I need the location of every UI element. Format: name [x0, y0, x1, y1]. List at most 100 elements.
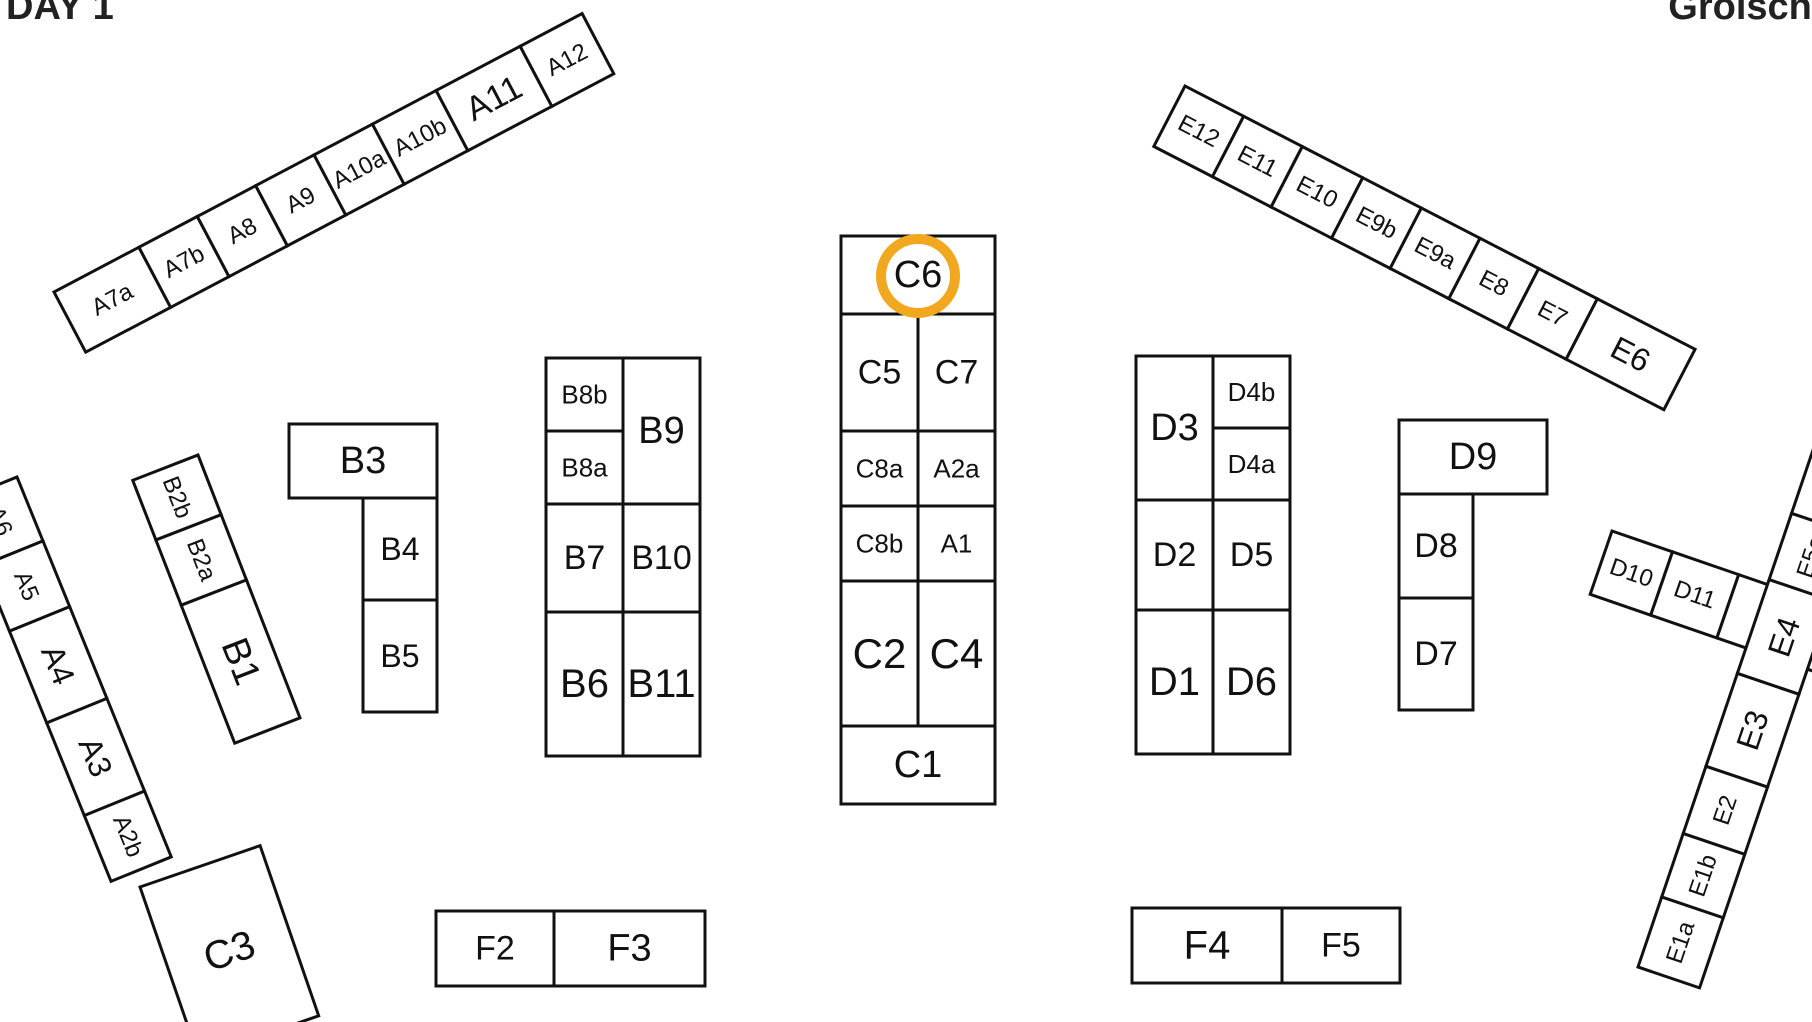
booth-b5[interactable]: B5 [361, 598, 439, 714]
booth-b6[interactable]: B6 [544, 610, 625, 758]
booth-outline [434, 909, 556, 988]
booth-b8b[interactable]: B8b [544, 356, 625, 433]
booth-outline [1211, 426, 1292, 502]
booth-a12[interactable]: A12 [518, 11, 616, 109]
booth-outline [361, 598, 439, 714]
booth-a2a[interactable]: A2a [916, 429, 997, 508]
booth-outline [916, 504, 997, 583]
booth-label: F5 [1321, 927, 1361, 965]
booth-outline [1134, 608, 1215, 756]
selected-booth-marker-icon [876, 234, 960, 318]
booth-c1[interactable]: C1 [839, 724, 997, 806]
booth-label: D4a [1228, 449, 1276, 479]
booth-f4[interactable]: F4 [1130, 906, 1284, 985]
booth-b8a[interactable]: B8a [544, 429, 625, 506]
booth-b10[interactable]: B10 [621, 502, 702, 614]
booth-e8[interactable]: E8 [1446, 236, 1541, 331]
booth-label: B8a [561, 453, 608, 483]
booth-outline [621, 610, 702, 758]
booth-d7[interactable]: D7 [1397, 596, 1475, 712]
booth-label: F2 [475, 930, 515, 968]
booth-b11[interactable]: B11 [621, 610, 702, 758]
booth-e6[interactable]: E6 [1564, 296, 1698, 412]
booth-f3[interactable]: F3 [552, 909, 707, 988]
booth-label: B10 [631, 539, 692, 577]
booth-c4[interactable]: C4 [916, 579, 997, 728]
booth-c2[interactable]: C2 [839, 579, 920, 728]
booth-a3[interactable]: A3 [44, 696, 147, 818]
booth-d2[interactable]: D2 [1134, 498, 1215, 612]
booth-d5[interactable]: D5 [1211, 498, 1292, 612]
booth-label: B11 [627, 662, 695, 706]
booth-c5[interactable]: C5 [839, 312, 920, 433]
booth-a5[interactable]: A5 [0, 538, 72, 634]
booth-label: D5 [1230, 536, 1273, 574]
booth-outline [1767, 511, 1812, 603]
booth-a4[interactable]: A4 [7, 604, 109, 725]
booth-c7[interactable]: C7 [916, 312, 997, 433]
booth-e5b[interactable]: E5b [1789, 447, 1812, 537]
booth-e1b[interactable]: E1b [1659, 831, 1747, 920]
booth-a7b[interactable]: A7b [136, 214, 232, 310]
booth-b9[interactable]: B9 [621, 356, 702, 506]
booth-outline [1211, 608, 1292, 756]
booth-d1[interactable]: D1 [1134, 608, 1215, 756]
day-label: DAY 1 [6, 0, 114, 28]
booth-b2a[interactable]: B2a [153, 512, 249, 608]
booth-e9a[interactable]: E9a [1388, 205, 1483, 301]
booth-outline [552, 909, 707, 988]
booth-b7[interactable]: B7 [544, 502, 625, 614]
booth-label: B8b [561, 380, 607, 410]
booth-b4[interactable]: B4 [361, 496, 439, 602]
booth-outline [1130, 906, 1284, 985]
booth-label: B4 [380, 531, 419, 567]
booth-a2b[interactable]: A2b [82, 789, 174, 884]
booth-label: D6 [1226, 660, 1277, 704]
booth-outline [138, 843, 321, 1022]
booth-label: D9 [1449, 436, 1498, 478]
booth-a10b[interactable]: A10b [370, 88, 470, 187]
booth-b3[interactable]: B3 [287, 422, 439, 500]
booth-outline [916, 312, 997, 433]
booth-outline [839, 504, 920, 583]
booth-outline [544, 429, 625, 506]
booth-a7a[interactable]: A7a [51, 245, 173, 355]
booth-d11[interactable]: D11 [1648, 549, 1741, 640]
booth-label: A1 [941, 529, 973, 559]
booth-label: C4 [930, 630, 984, 677]
booth-outline [839, 579, 920, 728]
booth-outline [518, 11, 616, 109]
booth-outline [621, 502, 702, 614]
booth-e5a[interactable]: E5a [1767, 511, 1812, 603]
booth-d8[interactable]: D8 [1397, 492, 1475, 600]
booth-outline [916, 429, 997, 508]
booth-e1a[interactable]: E1a [1636, 895, 1726, 990]
booth-e12[interactable]: E12 [1151, 83, 1246, 179]
booth-c8b[interactable]: C8b [839, 504, 920, 583]
booth-label: D8 [1414, 527, 1457, 565]
booth-f2[interactable]: F2 [434, 909, 556, 988]
booth-d9[interactable]: D9 [1397, 418, 1549, 496]
booth-d3[interactable]: D3 [1134, 354, 1215, 502]
booth-f5[interactable]: F5 [1280, 906, 1402, 985]
booth-d4b[interactable]: D4b [1211, 354, 1292, 430]
booth-c6[interactable]: C6 [839, 234, 997, 316]
booth-label: C1 [894, 744, 943, 786]
booth-outline [544, 502, 625, 614]
booth-label: D4b [1228, 377, 1276, 407]
booth-label: B3 [340, 440, 386, 482]
booth-e11[interactable]: E11 [1210, 114, 1305, 209]
booth-c3[interactable]: C3 [138, 843, 321, 1022]
booth-e7[interactable]: E7 [1505, 266, 1600, 362]
booth-a8[interactable]: A8 [195, 183, 290, 279]
booth-a1[interactable]: A1 [916, 504, 997, 583]
booth-d4a[interactable]: D4a [1211, 426, 1292, 502]
booth-c8a[interactable]: C8a [839, 429, 920, 508]
booth-b1[interactable]: B1 [179, 577, 302, 746]
booth-e9b[interactable]: E9b [1329, 175, 1424, 271]
booth-e4[interactable]: E4 [1735, 577, 1812, 697]
booth-outline [287, 422, 439, 500]
booth-a10a[interactable]: A10a [312, 122, 407, 218]
booth-d6[interactable]: D6 [1211, 608, 1292, 756]
